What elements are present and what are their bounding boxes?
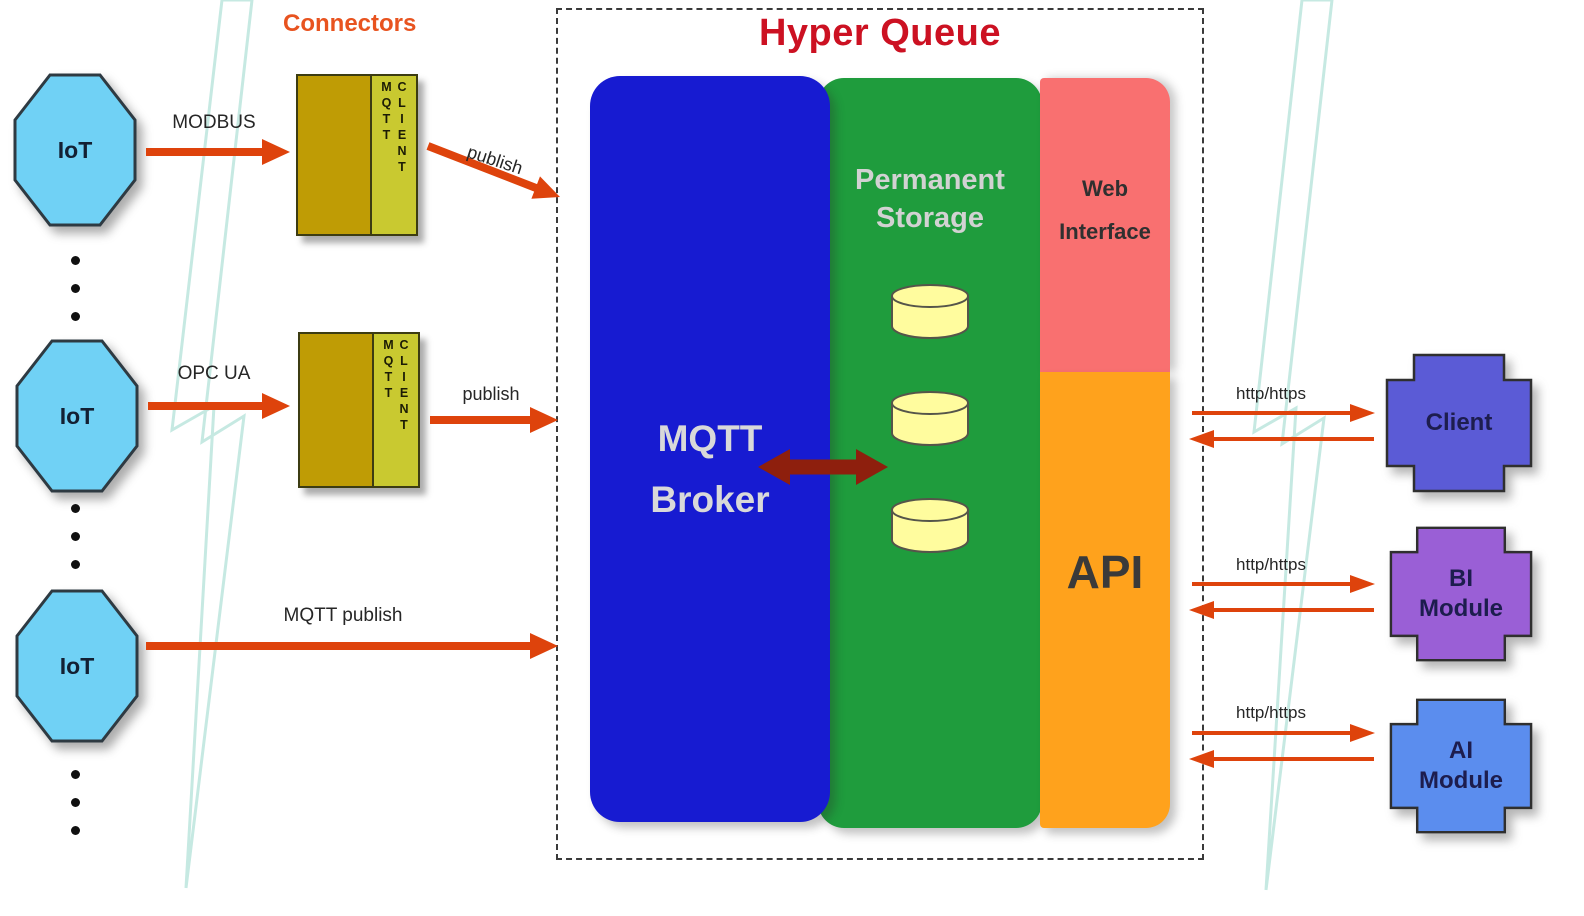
arrow-http-ai-out bbox=[1192, 724, 1375, 742]
ai-module: AI Module bbox=[1388, 694, 1534, 838]
permanent-storage-panel bbox=[818, 78, 1042, 828]
api-label: API bbox=[1066, 546, 1144, 598]
bi-module: BI Module bbox=[1388, 522, 1534, 666]
connector-box-1: MQTT CLIENT bbox=[296, 74, 418, 236]
database-icon bbox=[891, 284, 969, 339]
connector-gold-area bbox=[300, 334, 372, 486]
arrow-http-bi-out bbox=[1192, 575, 1375, 593]
iot-node-2: IoT bbox=[14, 338, 140, 494]
lightning-bolt-icon bbox=[1252, 0, 1334, 891]
octagon-icon bbox=[15, 589, 139, 743]
ellipsis-dots bbox=[71, 504, 80, 588]
cross-badge-icon bbox=[1389, 526, 1533, 662]
connector-client-text: CLIENT bbox=[397, 338, 411, 434]
ellipsis-dots bbox=[71, 256, 80, 340]
connector-mqtt-text: MQTT bbox=[381, 338, 396, 402]
publish-label-mid: publish bbox=[462, 384, 520, 404]
cross-badge-icon bbox=[1385, 353, 1533, 493]
connector-box-2: MQTT CLIENT bbox=[298, 332, 420, 488]
arrow-mqtt-publish bbox=[146, 633, 558, 659]
arrow-modbus bbox=[146, 139, 290, 165]
web-interface-panel bbox=[1040, 78, 1170, 372]
octagon-icon bbox=[13, 73, 137, 227]
connectors-title: Connectors bbox=[283, 10, 417, 37]
dot bbox=[71, 798, 80, 807]
ellipsis-dots bbox=[71, 770, 80, 854]
mqtt-broker-label: MQTT Broker bbox=[650, 418, 770, 521]
cross-badge-icon bbox=[1389, 698, 1533, 834]
dot bbox=[71, 504, 80, 513]
dot bbox=[71, 532, 80, 541]
connector-gold-area bbox=[298, 76, 370, 234]
arrow-publish-mid bbox=[430, 407, 558, 433]
api-panel bbox=[1040, 372, 1170, 828]
http-https-label-ai: http/https bbox=[1236, 703, 1306, 722]
client-module-label: Client bbox=[1425, 409, 1493, 436]
web-interface-label: Web Interface bbox=[1059, 176, 1151, 244]
http-https-label-client: http/https bbox=[1236, 384, 1306, 403]
iot-node-label: IoT bbox=[57, 136, 93, 163]
arrow-http-bi-in bbox=[1189, 601, 1374, 619]
client-module: Client bbox=[1384, 352, 1534, 494]
iot-node-1: IoT bbox=[12, 72, 138, 228]
hyper-queue-title: Hyper Queue bbox=[758, 12, 1002, 54]
iot-node-3: IoT bbox=[14, 588, 140, 744]
opc-ua-label: OPC UA bbox=[177, 363, 251, 384]
arrow-opc-ua bbox=[148, 393, 290, 419]
iot-node-label: IoT bbox=[59, 402, 95, 429]
database-icon bbox=[891, 498, 969, 553]
connector-client-text: CLIENT bbox=[395, 80, 409, 176]
bi-module-label: BI Module bbox=[1419, 565, 1503, 622]
dot bbox=[71, 770, 80, 779]
http-https-label-bi: http/https bbox=[1236, 555, 1306, 574]
dot bbox=[71, 284, 80, 293]
dot bbox=[71, 826, 80, 835]
connector-mqtt-text: MQTT bbox=[379, 80, 394, 144]
publish-label-top: publish bbox=[464, 141, 526, 179]
database-icon bbox=[891, 391, 969, 446]
connector-client-area: MQTT CLIENT bbox=[372, 334, 418, 486]
mqtt-publish-label: MQTT publish bbox=[283, 605, 403, 626]
ai-module-label: AI Module bbox=[1419, 737, 1503, 794]
arrow-http-client-out bbox=[1192, 404, 1375, 422]
arrow-http-ai-in bbox=[1189, 750, 1374, 768]
dot bbox=[71, 312, 80, 321]
octagon-icon bbox=[15, 339, 139, 493]
connector-client-area: MQTT CLIENT bbox=[370, 76, 416, 234]
dot bbox=[71, 256, 80, 265]
dot bbox=[71, 560, 80, 569]
mqtt-broker-panel bbox=[590, 76, 830, 822]
iot-node-label: IoT bbox=[59, 652, 95, 679]
permanent-storage-label: Permanent Storage bbox=[855, 164, 1005, 234]
modbus-label: MODBUS bbox=[172, 112, 256, 133]
arrow-http-client-in bbox=[1189, 430, 1374, 448]
